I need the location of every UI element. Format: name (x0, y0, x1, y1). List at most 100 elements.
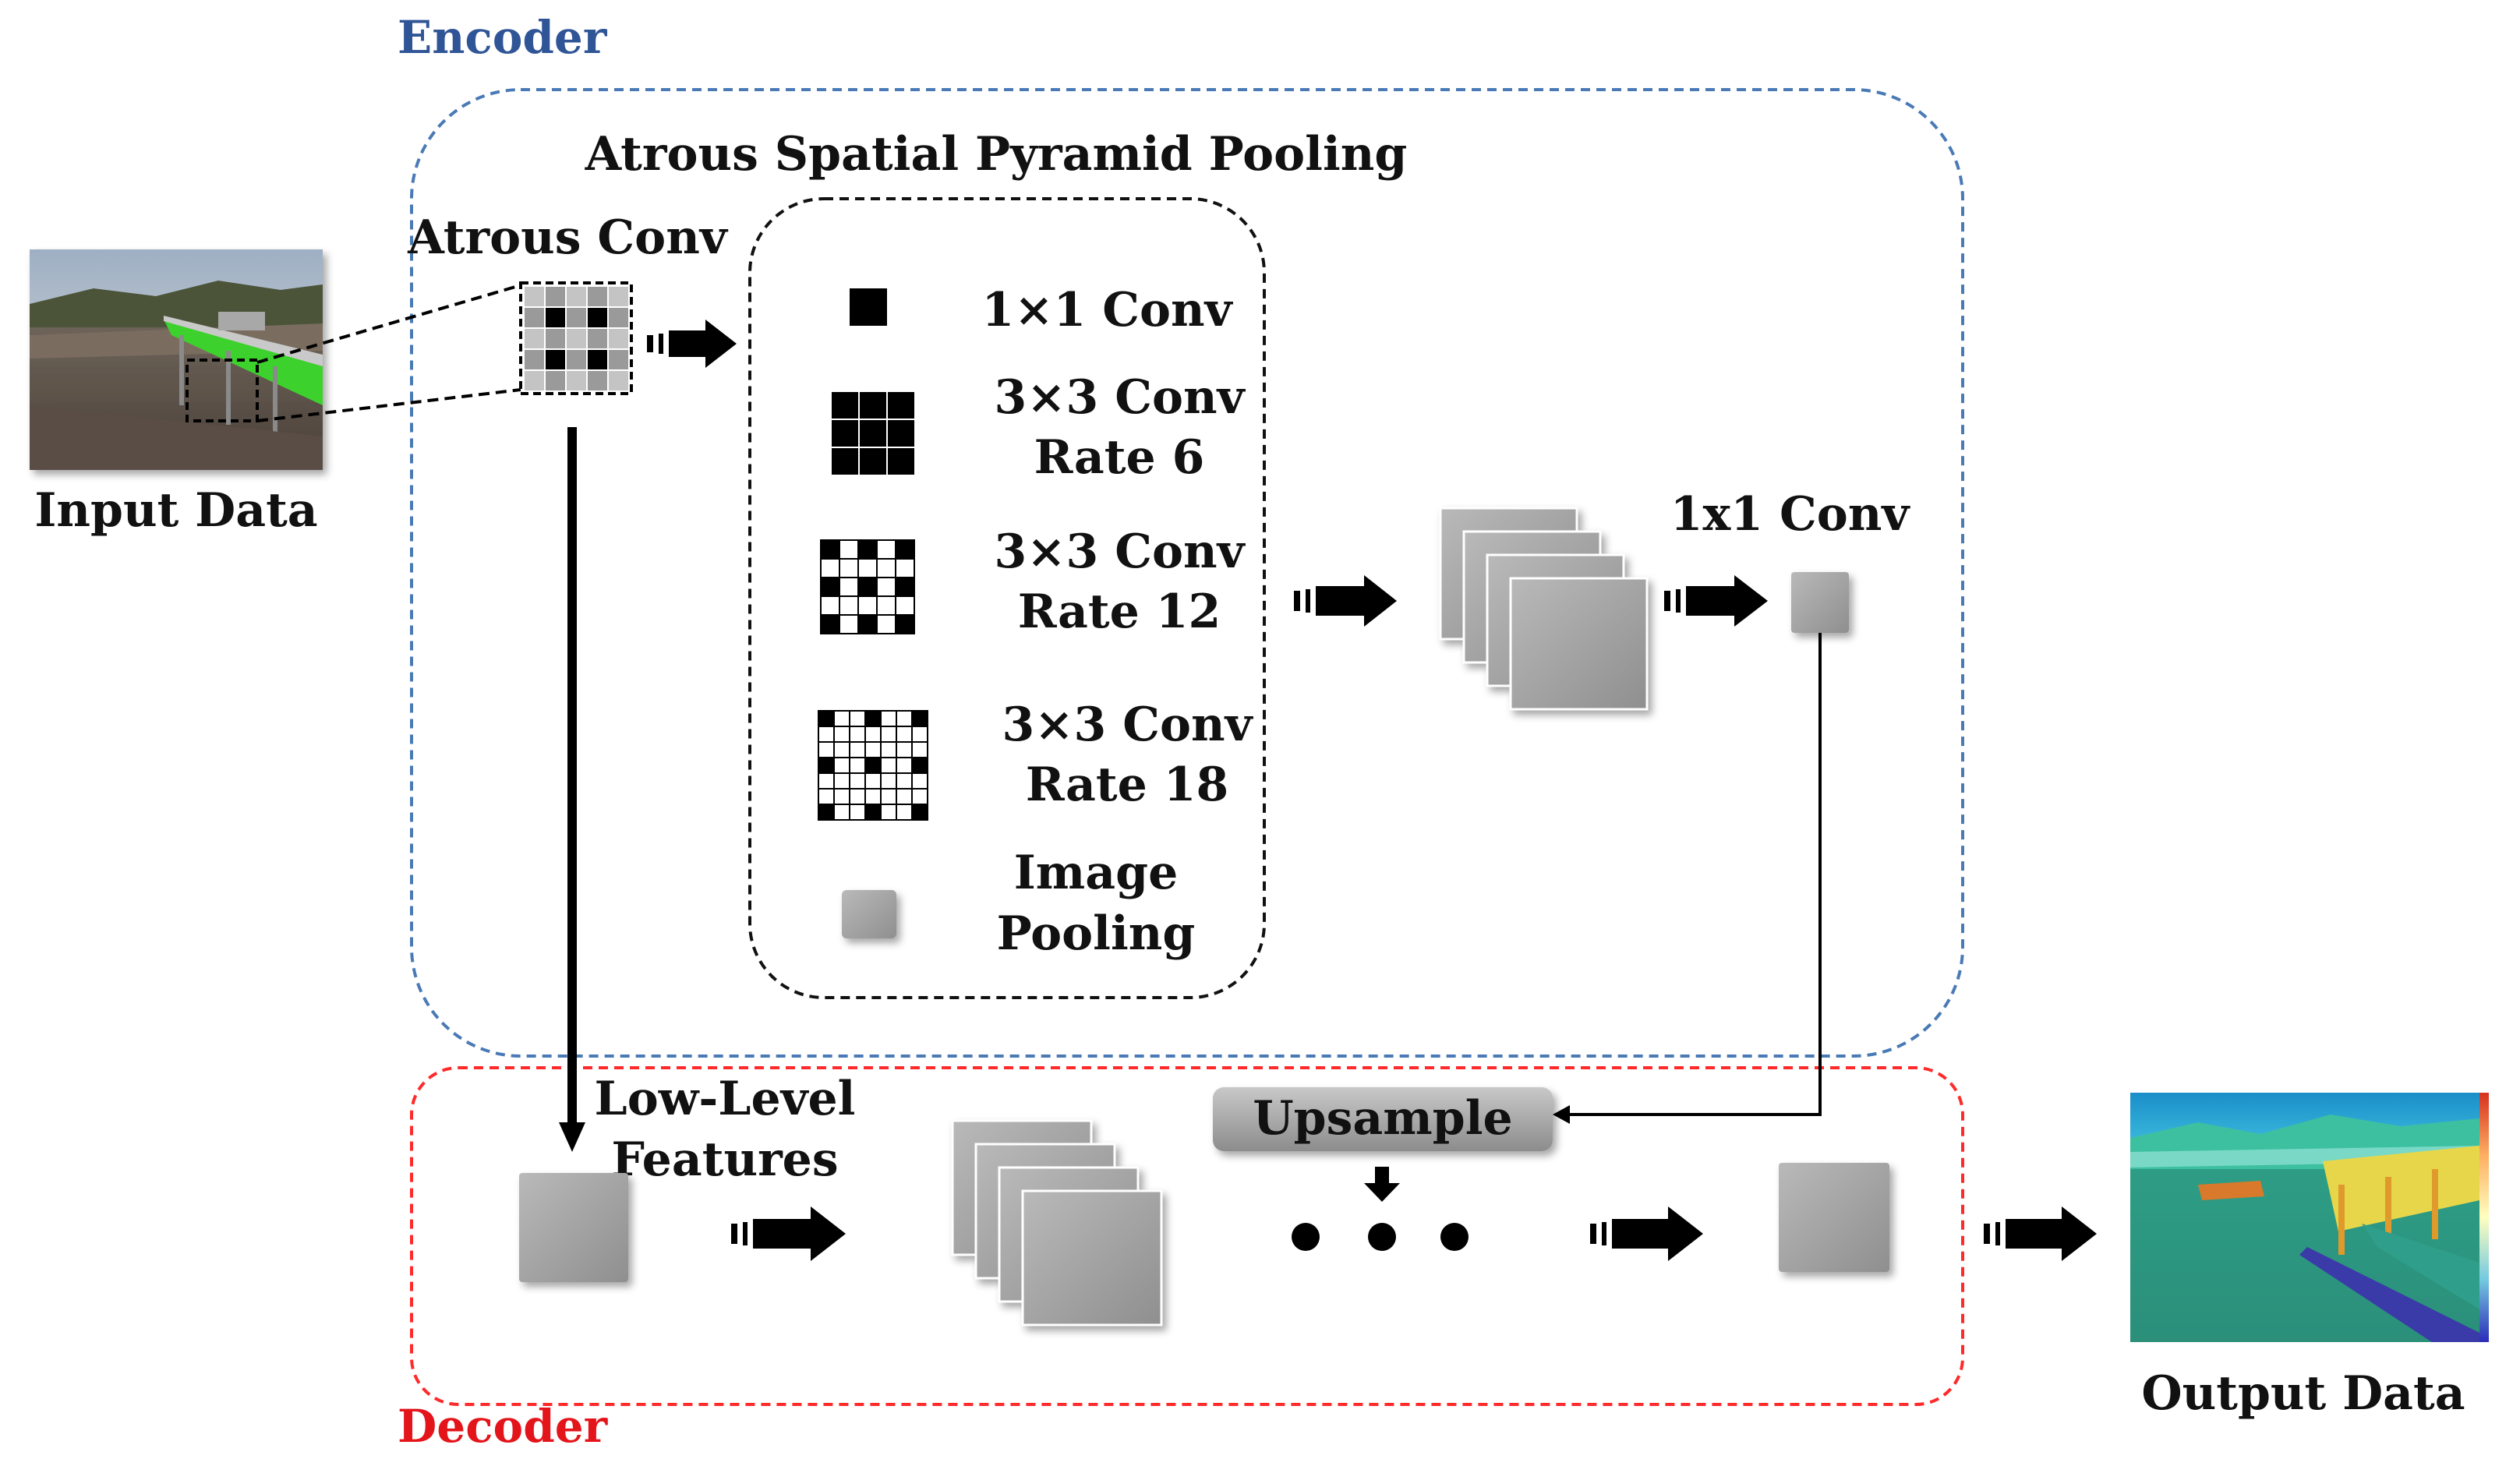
kernel-cell (895, 614, 915, 634)
kernel-cell (523, 306, 546, 329)
kernel-cell (833, 772, 850, 790)
output-image (2130, 1093, 2479, 1342)
kernel-cell (820, 595, 840, 616)
kernel-cell (858, 419, 888, 448)
kernel-cell (876, 539, 896, 560)
kernel-cell (820, 539, 840, 560)
concat-dots (1292, 1223, 1469, 1251)
kernel-cell (849, 804, 866, 821)
kernel-cell (820, 558, 840, 578)
arrow-to-aspp (647, 320, 737, 368)
low-level-block (519, 1173, 628, 1282)
kernel-cell (818, 757, 835, 774)
kernel-cell (523, 348, 546, 371)
low-level-label-line2: Features (611, 1132, 838, 1187)
kernel-cell (849, 788, 866, 805)
kernel-cell (833, 788, 850, 805)
kernel-cell (864, 726, 882, 743)
kernel-cell (896, 804, 913, 821)
encoder-title: Encoder (398, 11, 608, 64)
concat-dot (1292, 1223, 1320, 1251)
kernel-cell (895, 577, 915, 597)
arrow-concat-to-conv (1590, 1206, 1703, 1261)
concat-dot (1440, 1223, 1469, 1251)
decoder-frame (410, 1066, 1964, 1406)
kernel-cell (876, 577, 896, 597)
kernel-cell (833, 804, 850, 821)
kernel-cell (849, 772, 866, 790)
conv1x1-block (1791, 572, 1849, 633)
decoder-title: Decoder (398, 1400, 609, 1453)
kernel-cell (833, 710, 850, 727)
kernel-cell (818, 741, 835, 758)
kernel-cell (544, 285, 567, 308)
kernel-cell (876, 595, 896, 616)
kernel-cell (607, 327, 630, 350)
kernel-cell (607, 369, 630, 392)
aspp-item-1-line1: 1×1 Conv (982, 283, 1234, 337)
input-label: Input Data (34, 483, 317, 538)
kernel-cell (818, 710, 835, 727)
kernel-cell (833, 757, 850, 774)
arrow-low-level-to-stack (731, 1206, 846, 1261)
kernel-cell (839, 614, 859, 634)
kernel-cell (911, 772, 928, 790)
aspp-item-2-line1: 3×3 Conv (995, 370, 1246, 425)
kernel-cell (586, 369, 609, 392)
input-image (30, 249, 323, 470)
aspp-item-5-line1: Image (1014, 846, 1179, 900)
kernel-cell (896, 710, 913, 727)
kernel-cell (565, 369, 588, 392)
upsample-label: Upsample (1253, 1091, 1512, 1146)
kernel-cell (911, 726, 928, 743)
kernel-cell (849, 726, 866, 743)
kernel-cell (911, 710, 928, 727)
kernel-cell (818, 726, 835, 743)
kernel-cell (880, 710, 897, 727)
kernel-cell (544, 348, 567, 371)
kernel-cell (896, 788, 913, 805)
kernel-cell (830, 419, 860, 448)
kernel-cell (857, 595, 878, 616)
atrous-conv-grid (523, 285, 630, 392)
kernel-cell (849, 710, 866, 727)
kernel-cell (818, 788, 835, 805)
kernel-cell (864, 757, 882, 774)
kernel-cell (858, 447, 888, 476)
kernel-cell (911, 788, 928, 805)
kernel-cell (830, 390, 860, 420)
output-colorbar (2479, 1093, 2489, 1342)
kernel-cell (911, 757, 928, 774)
aspp-item-4-line2: Rate 18 (1026, 758, 1228, 812)
encoder-feature-stack (1439, 507, 1649, 711)
kernel-cell (886, 419, 916, 448)
upsample-down-arrow (1364, 1167, 1400, 1202)
kernel-cell (833, 726, 850, 743)
arrow-features-to-1x1 (1664, 575, 1768, 627)
kernel-cell (818, 772, 835, 790)
kernel-cell (586, 306, 609, 329)
kernel-cell (820, 614, 840, 634)
kernel-cell (565, 306, 588, 329)
aspp-item-3-line1: 3×3 Conv (995, 525, 1246, 579)
kernel-cell (911, 741, 928, 758)
arrow-to-output (1984, 1206, 2097, 1261)
decoder-conv-block (1779, 1163, 1889, 1272)
kernel-cell (880, 757, 897, 774)
kernel-cell (857, 614, 878, 634)
kernel-cell (839, 577, 859, 597)
kernel-3x3-rate6-icon (830, 390, 916, 476)
kernel-cell (818, 804, 835, 821)
kernel-1x1-icon (850, 288, 887, 326)
kernel-cell (880, 726, 897, 743)
low-level-label-line1: Low-Level (595, 1072, 856, 1126)
output-label: Output Data (2141, 1366, 2465, 1421)
upsample-box: Upsample (1213, 1087, 1553, 1151)
kernel-cell (886, 447, 916, 476)
kernel-cell (886, 390, 916, 420)
kernel-cell (896, 772, 913, 790)
kernel-cell (544, 327, 567, 350)
kernel-cell (586, 285, 609, 308)
aspp-title: Atrous Spatial Pyramid Pooling (585, 127, 1408, 182)
kernel-cell (523, 369, 546, 392)
